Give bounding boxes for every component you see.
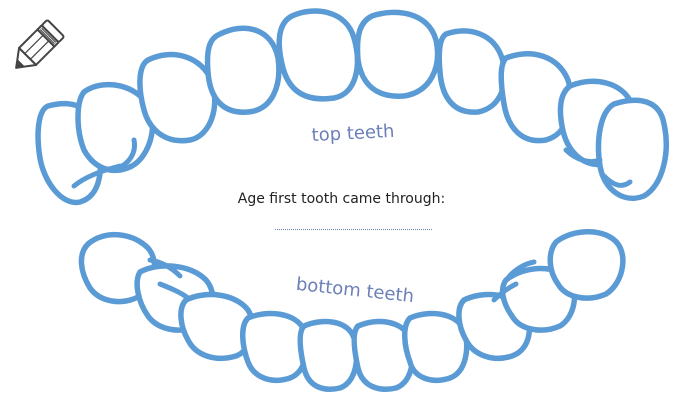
bottom-teeth-label: bottom teeth (295, 274, 415, 307)
upper-tooth[interactable] (140, 55, 215, 141)
first-tooth-prompt: Age first tooth came through: (0, 191, 683, 207)
age-answer-line[interactable] (275, 229, 432, 230)
pencil-icon[interactable] (6, 18, 66, 78)
upper-tooth[interactable] (279, 11, 357, 99)
upper-tooth[interactable] (439, 31, 504, 112)
lower-tooth[interactable] (300, 322, 356, 390)
upper-tooth[interactable] (358, 12, 438, 96)
upper-arch (38, 11, 666, 202)
lower-tooth[interactable] (243, 314, 307, 381)
upper-tooth[interactable] (208, 28, 279, 112)
lower-tooth[interactable] (550, 232, 623, 298)
top-teeth-label: top teeth (311, 121, 395, 146)
upper-tooth[interactable] (599, 100, 667, 198)
lower-arch (81, 232, 622, 389)
